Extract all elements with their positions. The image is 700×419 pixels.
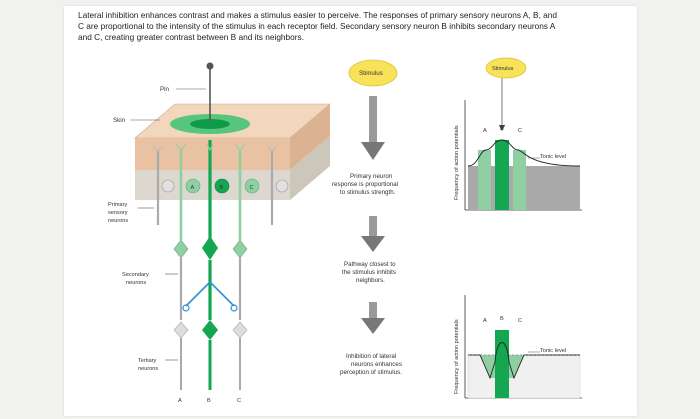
graph2-letter-a: A <box>483 318 487 324</box>
graph1-letter-b: B <box>500 126 504 132</box>
graph1-tonic-label: Tonic level <box>540 154 566 160</box>
skin-label: Skin <box>113 117 126 124</box>
flow-arrow-3 <box>361 302 385 334</box>
flow-step-inhibition: Inhibition of lateral neurons enhances p… <box>340 353 404 376</box>
graph1-letter-c: C <box>518 128 522 134</box>
flow-step-primary-response: Primary neuron response is proportional … <box>332 173 400 196</box>
flow-arrow-2 <box>361 216 385 252</box>
stimulus-badge-label: Stimulus <box>359 70 383 77</box>
graph2-letter-c: C <box>518 318 522 324</box>
tertiary-letter-c: C <box>237 398 241 404</box>
secondary-neurons-label: Secondary neurons <box>122 272 150 286</box>
flow-arrow-1 <box>361 96 385 160</box>
graph1-bar-b <box>495 140 509 210</box>
primary-letter-a: A <box>191 185 195 191</box>
flow-step-pathway: Pathway closest to the stimulus inhibits… <box>342 261 398 284</box>
graph2-letter-b: B <box>500 316 504 322</box>
secondary-neurons <box>174 236 247 320</box>
graph2-tonic-label: Tonic level <box>540 348 566 354</box>
graph2-y-label: Frequency of action potentials <box>454 319 460 394</box>
graph2-bar-b <box>495 330 509 398</box>
primary-neurons-label: Primary sensory neurons <box>108 202 129 224</box>
tertiary-neurons <box>174 320 247 390</box>
graph1-y-label: Frequency of action potentials <box>454 125 460 200</box>
primary-letter-b: B <box>220 185 224 191</box>
tertiary-neurons-label: Tertiary neurons <box>138 358 158 372</box>
graph1-letter-a: A <box>483 128 487 134</box>
graph1-stimulus-label: Stimulus <box>492 66 514 72</box>
graph1-bar-a <box>478 150 491 210</box>
pin-label: Pin <box>160 86 170 93</box>
graph-primary-response: Frequency of action potentials Stimulus … <box>454 58 582 210</box>
tertiary-letter-a: A <box>178 398 182 404</box>
tertiary-letter-b: B <box>207 398 211 404</box>
graph-lateral-inhibition: Frequency of action potentials A B C Ton… <box>454 295 582 398</box>
graph1-bar-c <box>513 150 526 210</box>
primary-letter-c: C <box>250 185 254 191</box>
